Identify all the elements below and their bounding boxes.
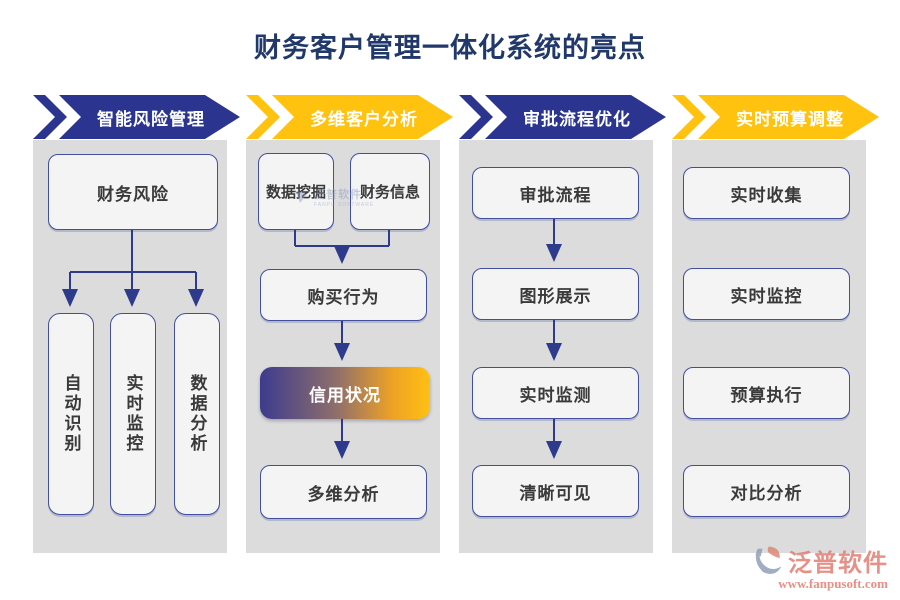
- list-item-node: 实时监控: [683, 268, 850, 320]
- column-header-label: 实时预算调整: [736, 109, 844, 129]
- column-header-label: 多维客户分析: [310, 109, 418, 129]
- flow-node-highlight: 信用状况: [260, 367, 430, 419]
- fanpu-logo-icon: [755, 546, 782, 574]
- flow-node-source: 财务信息: [350, 153, 430, 230]
- connector-lines-icon: [546, 217, 562, 459]
- connector-lines-icon: [62, 228, 204, 307]
- flow-node: 多维分析: [260, 465, 427, 519]
- column-panel-budget: 实时收集 实时监控 预算执行 对比分析: [672, 140, 866, 553]
- column-header-banner-approval: 审批流程优化: [459, 95, 671, 139]
- logo-website-url: www.fanpusoft.com: [778, 576, 888, 591]
- column-panel-risk: 财务风险 自动识别 实时监控 数据分析: [33, 140, 227, 553]
- column-header-banner-risk: 智能风险管理: [33, 95, 245, 139]
- page-title: 财务客户管理一体化系统的亮点: [254, 33, 646, 63]
- arrow-banner-shape-icon: [672, 95, 879, 139]
- flow-node: 实时监测: [472, 367, 639, 419]
- list-item-node: 对比分析: [683, 465, 850, 517]
- flow-node-source: 数据挖掘: [258, 153, 334, 230]
- flow-node-root: 财务风险: [48, 154, 218, 230]
- arrow-banner-shape-icon: [33, 95, 240, 139]
- flow-node: 购买行为: [260, 269, 427, 321]
- column-panel-customer: 泛普软件 FANPU SOFTWARE 数据挖掘 财务信息 购买行为 信用状况 …: [246, 140, 440, 553]
- column-header-banner-customer: 多维客户分析: [246, 95, 458, 139]
- column-panel-approval: 审批流程 图形展示 实时监测 清晰可见: [459, 140, 653, 553]
- flow-node-branch: 自动识别: [48, 313, 94, 515]
- arrow-banner-shape-icon: [246, 95, 453, 139]
- column-header-label: 审批流程优化: [523, 109, 631, 129]
- flow-node-branch: 数据分析: [174, 313, 220, 515]
- logo-company-name: 泛普软件: [788, 549, 888, 577]
- list-item-node: 实时收集: [683, 167, 850, 219]
- flow-node: 图形展示: [472, 268, 639, 320]
- arrow-banner-shape-icon: [459, 95, 666, 139]
- column-header-banner-budget: 实时预算调整: [672, 95, 884, 139]
- flow-node-branch: 实时监控: [110, 313, 156, 515]
- flow-node: 清晰可见: [472, 465, 639, 517]
- flow-node: 审批流程: [472, 167, 639, 219]
- fanpu-logo: 泛普软件 www.fanpusoft.com: [750, 542, 888, 592]
- connector-lines-icon: [294, 228, 390, 459]
- column-header-label: 智能风险管理: [97, 109, 205, 129]
- list-item-node: 预算执行: [683, 367, 850, 419]
